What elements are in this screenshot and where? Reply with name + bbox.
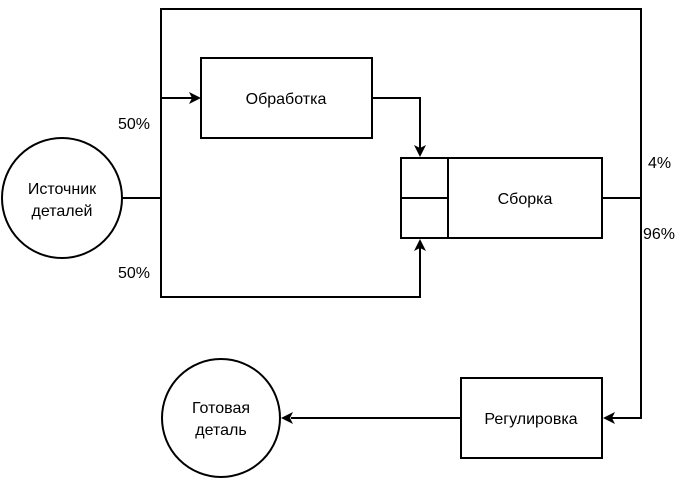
- feedback-loop-connector: [160, 8, 642, 198]
- source-label-line2: деталей: [32, 203, 93, 220]
- finished-label-line1: Готовая: [192, 400, 250, 417]
- connectors: [122, 8, 642, 424]
- finished-label-line2: деталь: [195, 422, 246, 439]
- edge-labels: 50% 50% 4% 96%: [118, 116, 675, 282]
- assembly-buffer-extension: [448, 157, 478, 239]
- processing-arrowhead: [189, 92, 201, 104]
- feedback-share-label: 4%: [648, 155, 671, 172]
- assembly-node: Сборка: [400, 157, 603, 239]
- finished-node: Готовая деталь: [161, 358, 281, 478]
- source-circle: [1, 137, 123, 259]
- split-to-processing-connector: [160, 97, 192, 198]
- adjustment-label: Регулировка: [484, 411, 577, 428]
- assembly-top-arrowhead: [414, 145, 426, 157]
- assembly-to-adjustment-connector: [612, 198, 642, 419]
- processing-box: [200, 57, 373, 139]
- adjustment-node: Регулировка: [460, 377, 603, 459]
- assembly-bottom-arrowhead: [414, 239, 426, 251]
- processing-node: Обработка: [200, 57, 373, 139]
- adjustment-box: [460, 377, 603, 459]
- source-label-line1: Источник: [28, 181, 97, 198]
- processing-to-assembly-connector: [372, 97, 421, 148]
- processing-share-label: 50%: [118, 116, 150, 133]
- adjustment-arrowhead: [603, 412, 615, 424]
- source-node: Источник деталей: [1, 137, 123, 259]
- assembly-label: Сборка: [498, 191, 553, 208]
- split-to-assembly-connector: [160, 198, 421, 298]
- assembly-share-label: 50%: [118, 265, 150, 282]
- processing-label: Обработка: [246, 91, 327, 108]
- adjustment-share-label: 96%: [643, 226, 675, 243]
- finished-arrowhead: [281, 412, 293, 424]
- finished-circle: [161, 358, 281, 478]
